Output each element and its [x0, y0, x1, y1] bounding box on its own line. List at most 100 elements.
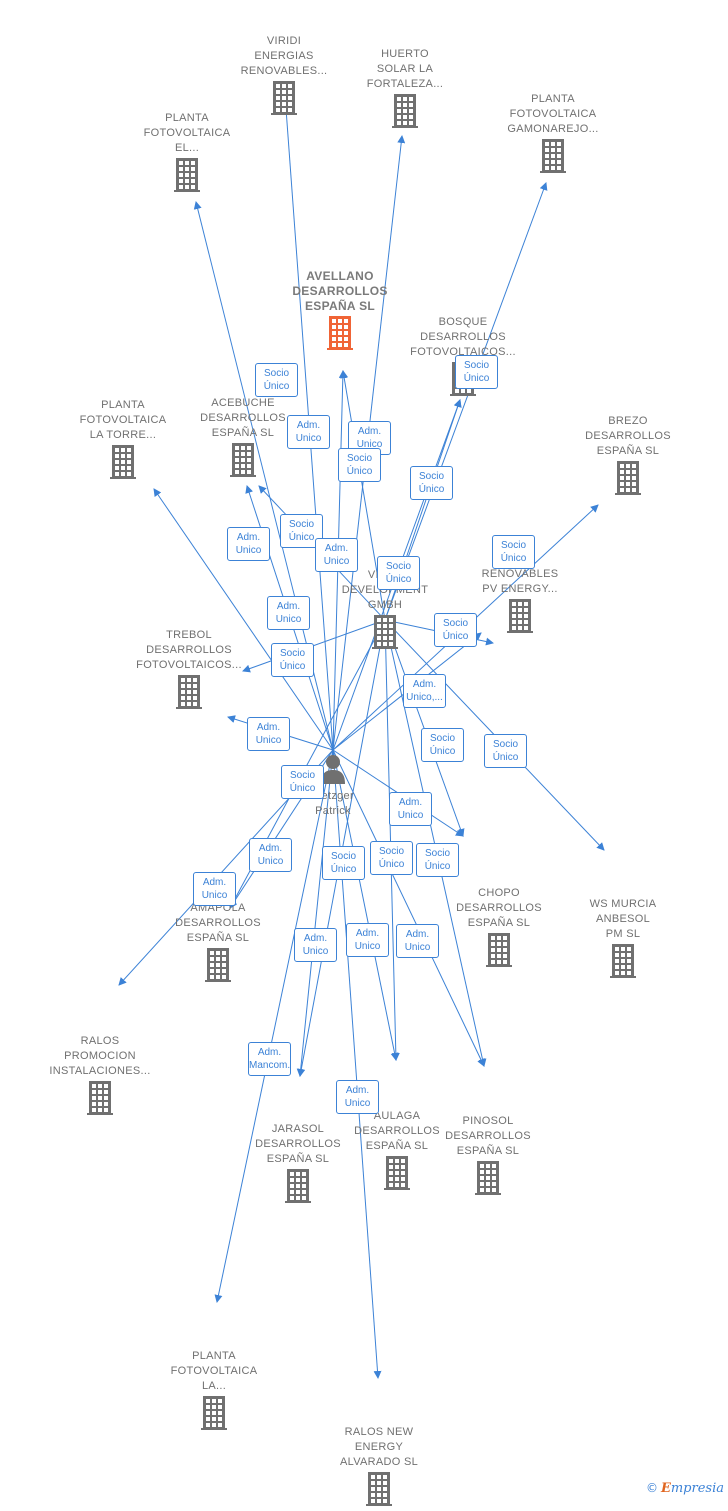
building-icon — [345, 94, 465, 133]
building-icon — [325, 615, 445, 654]
empresia-footer[interactable]: ©Empresia — [646, 1481, 724, 1496]
building-icon — [158, 948, 278, 987]
node-label: ACEBUCHE DESARROLLOS ESPAÑA SL — [200, 397, 286, 439]
building-icon — [493, 139, 613, 178]
edge-label[interactable]: Adm. Unico — [247, 717, 290, 751]
building-icon — [63, 445, 183, 484]
edge-label[interactable]: Socio Único — [434, 613, 477, 647]
edge-line — [384, 182, 548, 621]
node-label: CHOPO DESARROLLOS ESPAÑA SL — [456, 887, 542, 929]
building-icon — [40, 1081, 160, 1120]
node-aulaga[interactable]: AULAGA DESARROLLOS ESPAÑA SL — [337, 1109, 457, 1195]
edge-line — [296, 749, 334, 1077]
edge-label[interactable]: Socio Único — [492, 535, 535, 569]
node-ralos-prom[interactable]: RALOS PROMOCION INSTALACIONES... — [40, 1034, 160, 1120]
node-label: WS MURCIA ANBESOL PM SL — [589, 898, 657, 940]
building-icon — [127, 158, 247, 197]
edge-label[interactable]: Adm. Unico — [315, 538, 358, 572]
building-icon — [319, 1472, 439, 1511]
building-icon — [129, 675, 249, 714]
brand-name: mpresia — [670, 1481, 724, 1496]
node-label: TREBOL DESARROLLOS FOTOVOLTAICOS... — [136, 629, 242, 671]
edge-label[interactable]: Socio Único — [421, 728, 464, 762]
building-icon — [439, 933, 559, 972]
edge-label[interactable]: Socio Único — [370, 841, 413, 875]
node-acebuche[interactable]: ACEBUCHE DESARROLLOS ESPAÑA SL — [183, 396, 303, 482]
edge-line — [332, 749, 485, 1067]
edge-label[interactable]: Adm. Unico — [267, 596, 310, 630]
node-jarasol[interactable]: JARASOL DESARROLLOS ESPAÑA SL — [238, 1122, 358, 1208]
node-label: VIRIDI ENERGIAS RENOVABLES... — [240, 35, 328, 77]
node-label: AULAGA DESARROLLOS ESPAÑA SL — [354, 1110, 440, 1152]
node-ralos-new[interactable]: RALOS NEW ENERGY ALVARADO SL — [319, 1425, 439, 1511]
building-icon — [337, 1156, 457, 1195]
node-label: PLANTA FOTOVOLTAICA GAMONAREJO... — [507, 93, 599, 135]
edge-label[interactable]: Socio Único — [281, 765, 324, 799]
node-label: AVELLANO DESARROLLOS ESPAÑA SL — [292, 269, 388, 313]
building-icon — [563, 944, 683, 983]
edge-label[interactable]: Socio Único — [410, 466, 453, 500]
edge-line — [214, 749, 334, 1303]
node-chopo[interactable]: CHOPO DESARROLLOS ESPAÑA SL — [439, 886, 559, 972]
edge-label[interactable]: Socio Único — [455, 355, 498, 389]
building-icon — [280, 316, 400, 355]
edge-label[interactable]: Adm. Unico — [389, 792, 432, 826]
edge-label[interactable]: Socio Único — [484, 734, 527, 768]
edge-label[interactable]: Adm. Unico — [227, 527, 270, 561]
edge-line — [332, 749, 399, 1061]
node-huerto[interactable]: HUERTO SOLAR LA FORTALEZA... — [345, 47, 465, 133]
building-icon — [460, 599, 580, 638]
node-planta-el[interactable]: PLANTA FOTOVOLTAICA EL... — [127, 111, 247, 197]
edge-label[interactable]: Socio Único — [416, 843, 459, 877]
edge-label[interactable]: Socio Único — [338, 448, 381, 482]
node-wsmurcia[interactable]: WS MURCIA ANBESOL PM SL — [563, 897, 683, 983]
node-viridi[interactable]: VIRIDI ENERGIAS RENOVABLES... — [224, 34, 344, 120]
node-renovables[interactable]: RENOVABLES PV ENERGY... — [460, 567, 580, 638]
edge-label[interactable]: Socio Único — [271, 643, 314, 677]
edge-label[interactable]: Adm. Unico — [193, 872, 236, 906]
node-label: PLANTA FOTOVOLTAICA LA TORRE... — [79, 399, 167, 441]
building-icon — [568, 461, 688, 500]
node-label: BREZO DESARROLLOS ESPAÑA SL — [585, 415, 671, 457]
edge-label[interactable]: Adm. Mancom. — [248, 1042, 291, 1076]
edge-label[interactable]: Socio Único — [322, 846, 365, 880]
edge-label[interactable]: Adm. Unico — [336, 1080, 379, 1114]
node-planta-la[interactable]: PLANTA FOTOVOLTAICA LA... — [154, 1349, 274, 1435]
node-avellano[interactable]: AVELLANO DESARROLLOS ESPAÑA SL — [280, 269, 400, 355]
brand-initial: E — [660, 1481, 671, 1496]
node-label: PLANTA FOTOVOLTAICA LA... — [170, 1350, 258, 1392]
edge-label[interactable]: Adm. Unico — [249, 838, 292, 872]
edge-label[interactable]: Adm. Unico,... — [403, 674, 446, 708]
node-label: PLANTA FOTOVOLTAICA EL... — [143, 112, 231, 154]
node-label: RENOVABLES PV ENERGY... — [481, 568, 559, 595]
node-brezo[interactable]: BREZO DESARROLLOS ESPAÑA SL — [568, 414, 688, 500]
node-label: HUERTO SOLAR LA FORTALEZA... — [366, 48, 444, 90]
node-amapola[interactable]: AMAPOLA DESARROLLOS ESPAÑA SL — [158, 901, 278, 987]
edge-line — [153, 488, 334, 751]
building-icon — [183, 443, 303, 482]
edge-label[interactable]: Adm. Unico — [346, 923, 389, 957]
building-icon — [428, 1161, 548, 1200]
node-label: JARASOL DESARROLLOS ESPAÑA SL — [255, 1123, 341, 1165]
node-pinosol[interactable]: PINOSOL DESARROLLOS ESPAÑA SL — [428, 1114, 548, 1200]
node-label: BOSQUE DESARROLLOS FOTOVOLTAICOS... — [410, 316, 516, 358]
node-gamonarejo[interactable]: PLANTA FOTOVOLTAICA GAMONAREJO... — [493, 92, 613, 178]
node-torre[interactable]: PLANTA FOTOVOLTAICA LA TORRE... — [63, 398, 183, 484]
edge-line — [242, 619, 386, 673]
building-icon — [238, 1169, 358, 1208]
edge-label[interactable]: Adm. Unico — [287, 415, 330, 449]
edge-label[interactable]: Socio Único — [255, 363, 298, 397]
node-label: AMAPOLA DESARROLLOS ESPAÑA SL — [175, 902, 261, 944]
edge-label[interactable]: Adm. Unico — [294, 928, 337, 962]
edge-label[interactable]: Adm. Unico — [396, 924, 439, 958]
node-label: PINOSOL DESARROLLOS ESPAÑA SL — [445, 1115, 531, 1157]
edge-line — [384, 619, 400, 1061]
building-icon — [154, 1396, 274, 1435]
person-icon — [273, 754, 393, 789]
node-label: RALOS PROMOCION INSTALACIONES... — [49, 1035, 151, 1077]
copyright-icon: © — [645, 1481, 658, 1495]
edge-label[interactable]: Socio Único — [377, 556, 420, 590]
node-label: RALOS NEW ENERGY ALVARADO SL — [339, 1426, 419, 1468]
node-trebol[interactable]: TREBOL DESARROLLOS FOTOVOLTAICOS... — [129, 628, 249, 714]
